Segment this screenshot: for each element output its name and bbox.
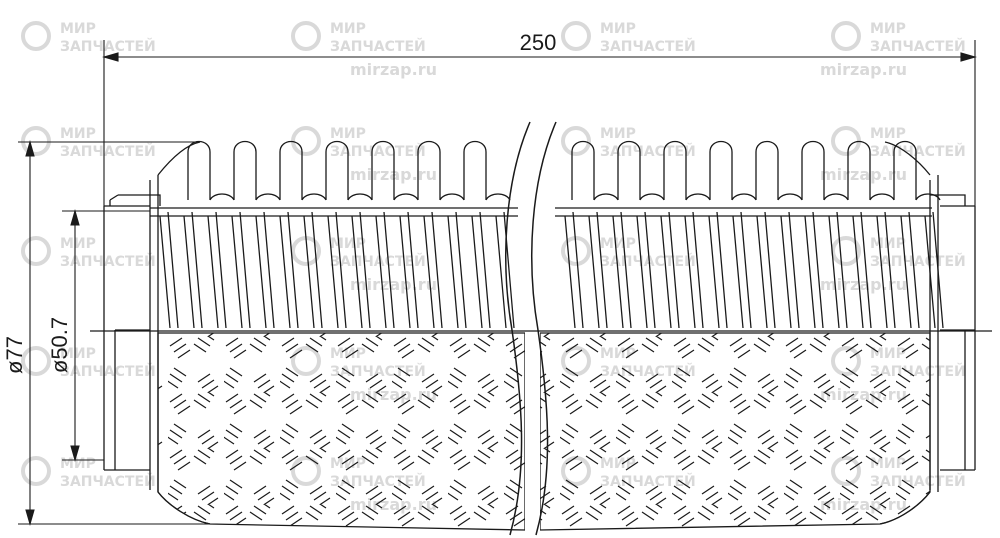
outer-diameter-label: ø77 xyxy=(2,336,27,374)
interlock-liner xyxy=(150,207,944,329)
watermark-line1: МИР xyxy=(870,126,906,142)
watermark-pin-icon xyxy=(561,236,591,266)
watermark-pin-icon xyxy=(831,236,861,266)
watermark-line2: ЗАПЧАСТЕЙ xyxy=(600,253,696,270)
watermark-site: mirzap.ru xyxy=(350,60,437,79)
watermark-line1: МИР xyxy=(330,126,366,142)
length-label: 250 xyxy=(520,30,557,55)
watermark-line2: ЗАПЧАСТЕЙ xyxy=(600,38,696,55)
watermark-line1: МИР xyxy=(600,126,636,142)
watermark-line1: МИР xyxy=(600,236,636,252)
watermark-line1: МИР xyxy=(60,236,96,252)
watermark-site: mirzap.ru xyxy=(350,275,437,294)
watermark-pin-icon xyxy=(21,346,51,376)
watermark-line2: ЗАПЧАСТЕЙ xyxy=(870,143,966,160)
inner-diameter-label: ø50.7 xyxy=(47,317,72,373)
watermark-line2: ЗАПЧАСТЕЙ xyxy=(60,143,156,160)
watermark-line2: ЗАПЧАСТЕЙ xyxy=(870,38,966,55)
outer-diameter-dimension xyxy=(18,139,210,527)
watermark-pin-icon xyxy=(561,126,591,156)
watermark-pin-icon xyxy=(561,21,591,51)
watermark-line2: ЗАПЧАСТЕЙ xyxy=(330,253,426,270)
watermark-pin-icon xyxy=(21,236,51,266)
watermark-line1: МИР xyxy=(600,21,636,37)
watermark-pin-icon xyxy=(291,21,321,51)
watermark-site: mirzap.ru xyxy=(820,60,907,79)
watermark-line1: МИР xyxy=(330,21,366,37)
outer-corrugation xyxy=(187,140,941,201)
watermark-site: mirzap.ru xyxy=(820,275,907,294)
watermark-line1: МИР xyxy=(330,236,366,252)
break-lines xyxy=(505,121,557,536)
corrugation-wave xyxy=(571,140,941,201)
length-dimension xyxy=(101,40,978,206)
watermark-line2: ЗАПЧАСТЕЙ xyxy=(60,363,156,380)
watermark-pin-icon xyxy=(21,456,51,486)
liner-spiral xyxy=(150,207,518,329)
watermark-pin-icon xyxy=(21,21,51,51)
watermark-pin-icon xyxy=(831,21,861,51)
watermark-line1: МИР xyxy=(60,456,96,472)
watermark-line2: ЗАПЧАСТЕЙ xyxy=(330,143,426,160)
watermark-pin-icon xyxy=(21,126,51,156)
watermark-line1: МИР xyxy=(60,21,96,37)
inner-diameter-dimension xyxy=(62,208,150,463)
watermark-line2: ЗАПЧАСТЕЙ xyxy=(330,38,426,55)
watermark-site: mirzap.ru xyxy=(820,165,907,184)
liner-spiral xyxy=(555,207,944,329)
watermark-line1: МИР xyxy=(870,21,906,37)
watermark-line2: ЗАПЧАСТЕЙ xyxy=(600,143,696,160)
watermark-line2: ЗАПЧАСТЕЙ xyxy=(60,473,156,490)
watermark-line1: МИР xyxy=(60,346,96,362)
watermark-pin-icon xyxy=(831,126,861,156)
watermark-line2: ЗАПЧАСТЕЙ xyxy=(870,253,966,270)
watermark-line2: ЗАПЧАСТЕЙ xyxy=(60,253,156,270)
braid-section xyxy=(157,332,931,531)
watermark-pin-icon xyxy=(291,126,321,156)
watermark-line2: ЗАПЧАСТЕЙ xyxy=(60,38,156,55)
watermark-line1: МИР xyxy=(60,126,96,142)
